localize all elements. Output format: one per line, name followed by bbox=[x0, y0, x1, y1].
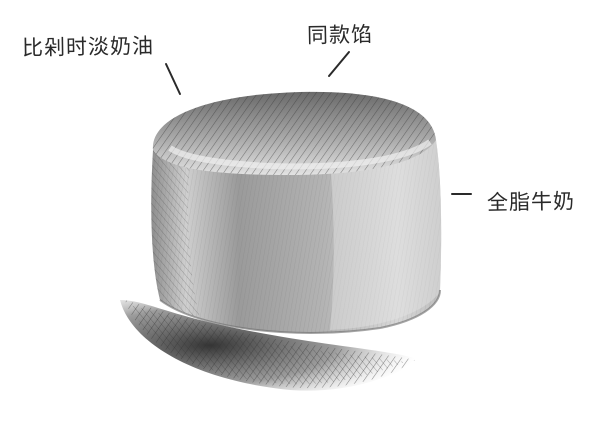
pointer-line-top bbox=[328, 51, 350, 77]
annotation-label-left: 比剁时淡奶油 bbox=[21, 33, 155, 61]
pointer-line-left bbox=[165, 63, 181, 95]
annotation-label-top: 同款馅 bbox=[306, 22, 374, 48]
cylinder-body bbox=[151, 140, 442, 334]
cast-shadow bbox=[120, 300, 420, 391]
cylinder-top bbox=[152, 91, 437, 175]
annotation-label-right: 全脂牛奶 bbox=[486, 189, 576, 215]
